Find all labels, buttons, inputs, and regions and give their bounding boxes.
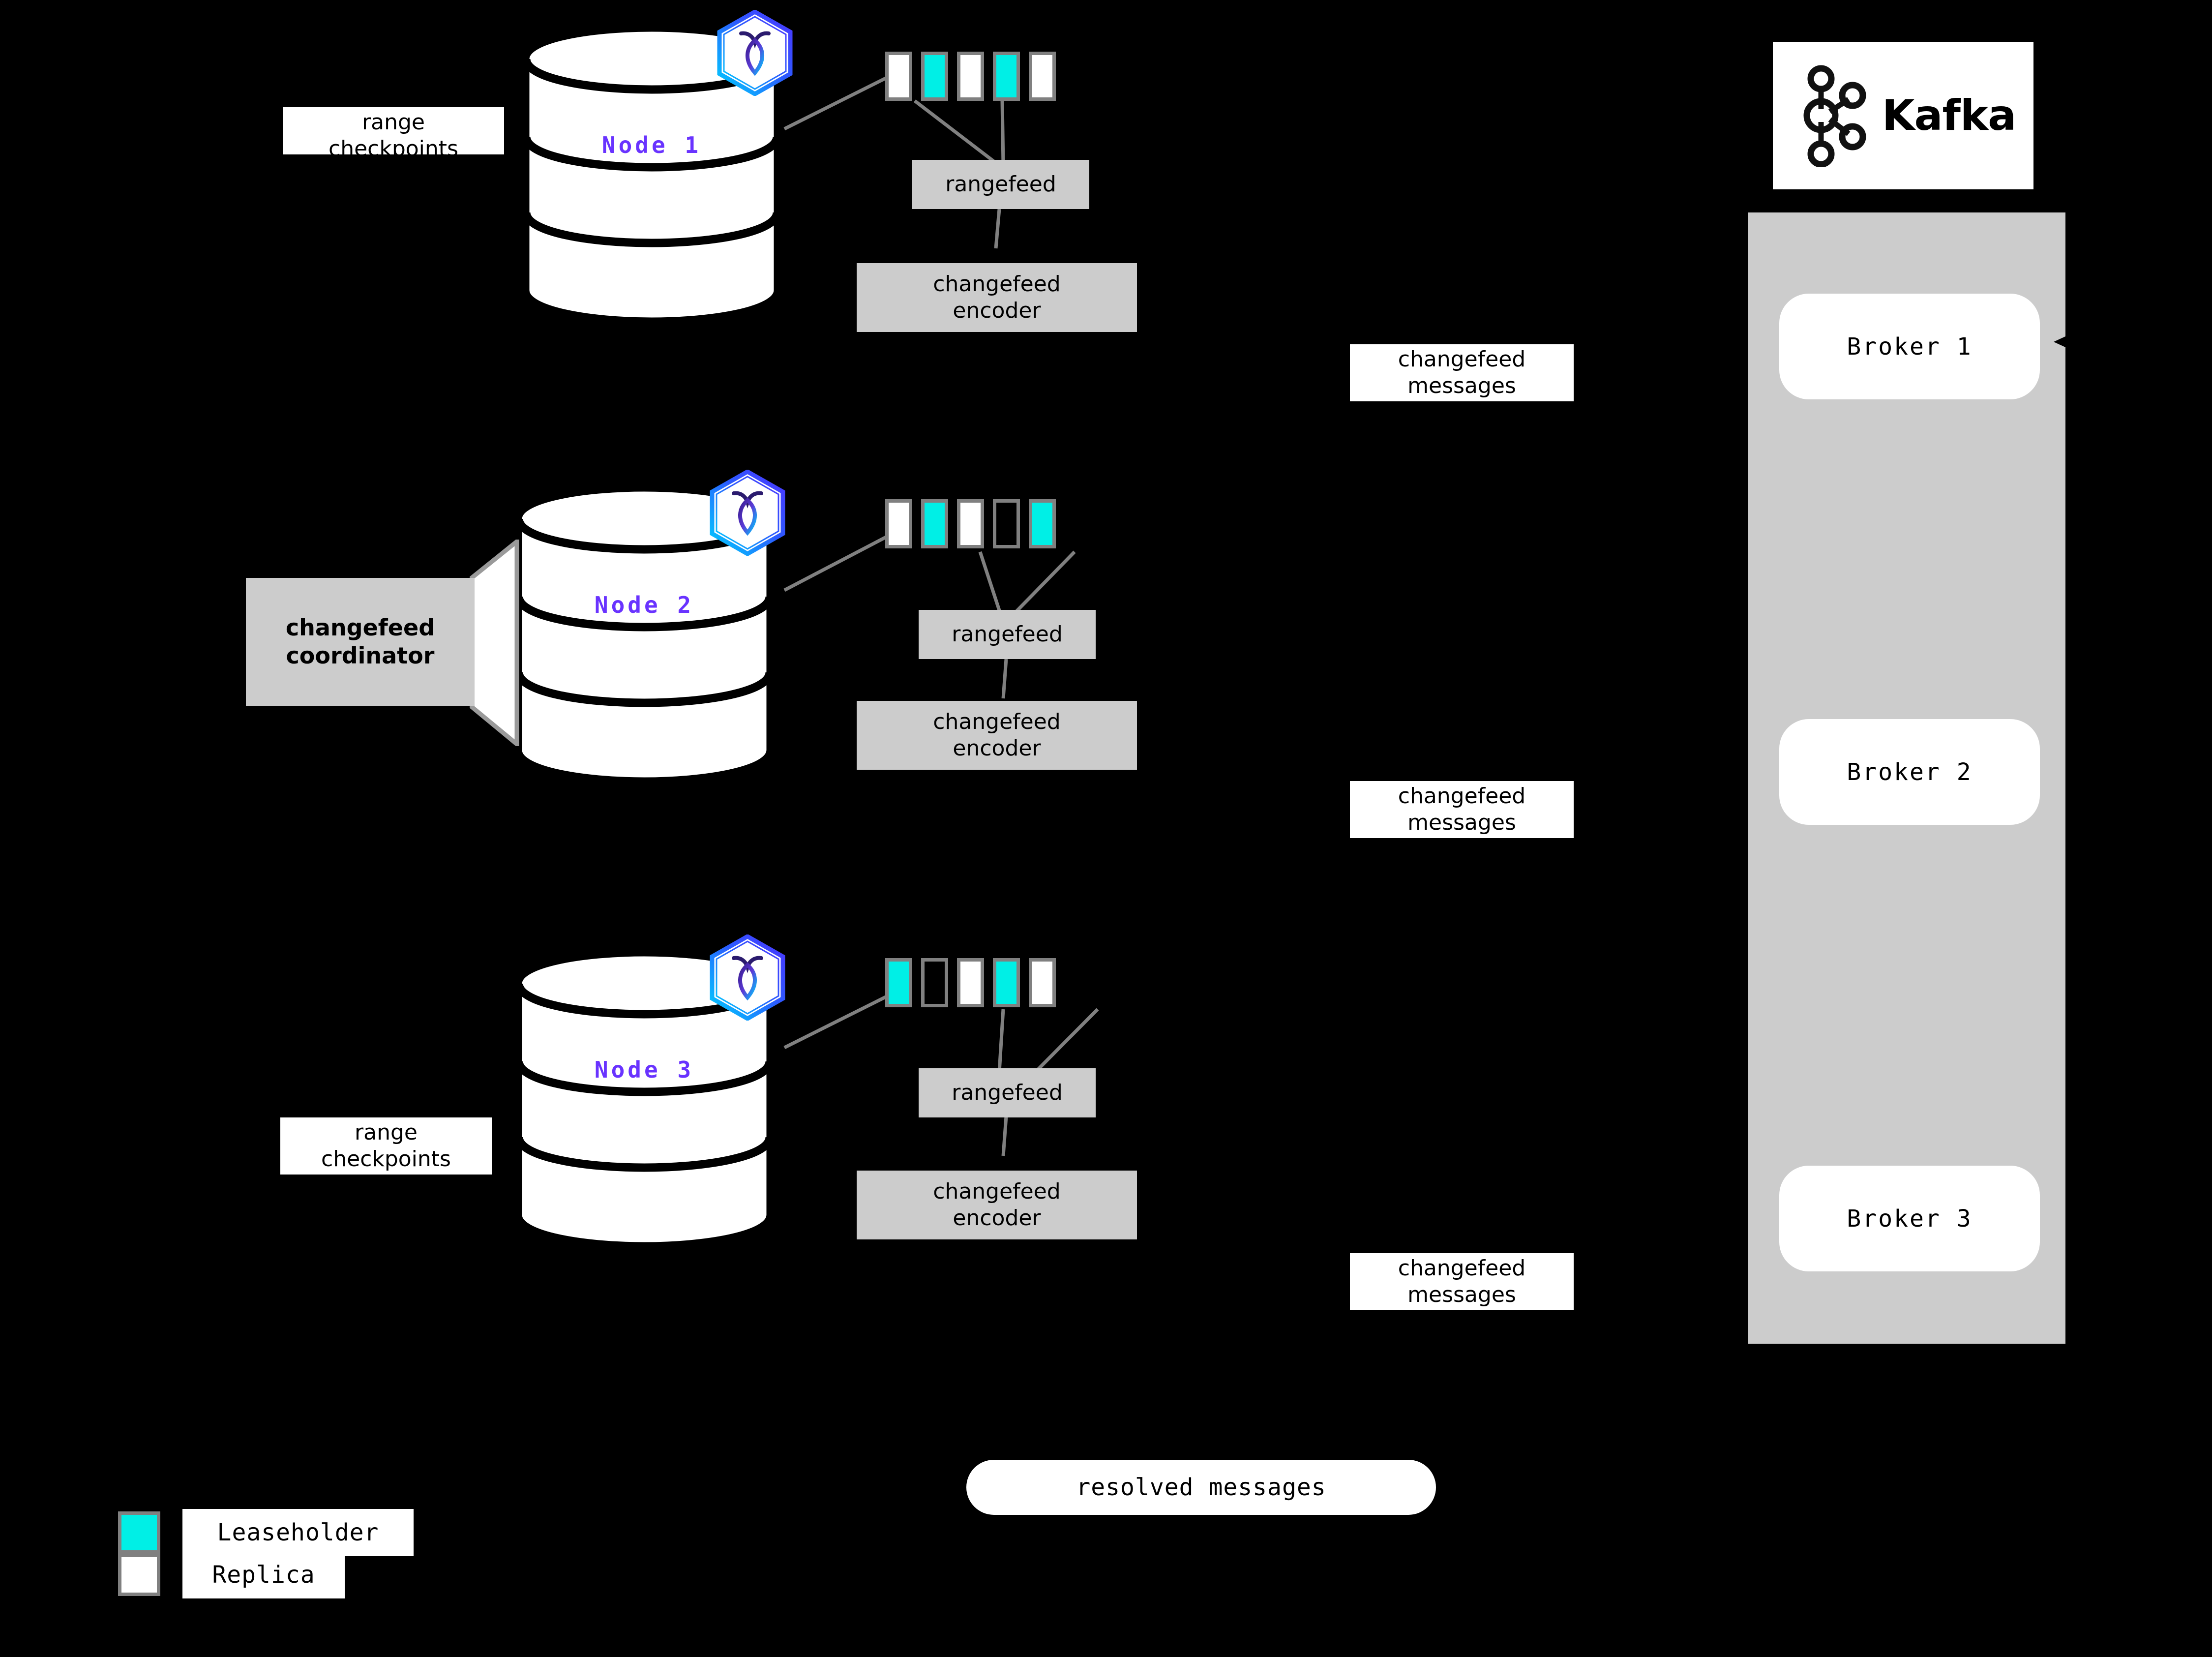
broker-label: Broker 3 [1847,1205,1973,1233]
broker-label: Broker 1 [1847,332,1973,361]
callout-pointer-icon [470,540,519,746]
changefeed-coordinator-label: changefeed coordinator [285,614,435,669]
broker-1[interactable]: Broker 1 [1779,294,2040,399]
range-box[interactable] [921,499,948,548]
node-3-label: Node 3 [594,1056,694,1083]
node-3-range-checkpoints-label: range checkpoints [280,1117,492,1175]
range-box[interactable] [1029,499,1056,548]
range-checkpoints-text: range checkpoints [329,110,458,154]
node-2-changefeed-messages-label: changefeed messages [1350,781,1574,838]
broker-label: Broker 2 [1847,758,1973,786]
range-box[interactable] [1029,52,1056,101]
rangefeed-label: rangefeed [945,172,1056,197]
legend-swatch-leaseholder [118,1511,160,1554]
changefeed-encoder-label: changefeed encoder [933,271,1061,323]
legend-item-leaseholder: Leaseholder [118,1509,414,1556]
node-3-range-row [885,958,1056,1007]
node-3-changefeed-encoder-box[interactable]: changefeed encoder [857,1171,1137,1239]
range-box[interactable] [921,958,948,1007]
broker-2[interactable]: Broker 2 [1779,719,2040,825]
changefeed-coordinator-box[interactable]: changefeed coordinator [246,578,475,706]
cockroachdb-hexagon-icon [716,10,794,96]
changefeed-messages-text: changefeed messages [1398,783,1526,835]
kafka-logo-icon [1803,65,1866,167]
node-1-cylinder: Node 1 [521,25,782,325]
node-2-label: Node 2 [594,592,694,618]
range-box[interactable] [921,52,948,101]
changefeed-encoder-label: changefeed encoder [933,1179,1061,1231]
range-box[interactable] [957,52,984,101]
legend-label-replica: Replica [182,1551,345,1598]
changefeed-encoder-label: changefeed encoder [933,709,1061,761]
kafka-wordmark: Kafka [1882,91,2016,140]
range-box[interactable] [957,499,984,548]
legend-text-replica: Replica [212,1561,315,1589]
legend-item-replica: Replica [118,1551,345,1598]
cockroachdb-hexagon-icon [708,934,787,1021]
cockroachdb-hexagon-icon [708,470,787,556]
cylinder-shape [522,25,781,324]
legend-text-leaseholder: Leaseholder [217,1519,379,1546]
changefeed-messages-text: changefeed messages [1398,347,1526,398]
range-box[interactable] [993,52,1020,101]
kafka-inbound-arrow-icon [2054,331,2078,353]
node-1-range-checkpoints-label: range checkpoints [283,107,504,154]
legend-swatch-replica [118,1554,160,1596]
node-1-range-row [885,52,1056,101]
range-box[interactable] [885,958,912,1007]
legend-label-leaseholder: Leaseholder [182,1509,414,1556]
range-checkpoints-text: range checkpoints [321,1120,451,1172]
node-1-label: Node 1 [601,132,702,158]
range-box[interactable] [885,52,912,101]
node-2-rangefeed-box[interactable]: rangefeed [919,610,1096,659]
range-box[interactable] [993,958,1020,1007]
broker-3[interactable]: Broker 3 [1779,1166,2040,1271]
changefeed-messages-text: changefeed messages [1398,1256,1526,1307]
node-3-rangefeed-box[interactable]: rangefeed [919,1068,1096,1117]
node-2-changefeed-encoder-box[interactable]: changefeed encoder [857,701,1137,770]
range-box[interactable] [1029,958,1056,1007]
node-1-changefeed-encoder-box[interactable]: changefeed encoder [857,263,1137,332]
rangefeed-label: rangefeed [952,1080,1063,1106]
range-box[interactable] [885,499,912,548]
resolved-messages-pill[interactable]: resolved messages [966,1460,1436,1515]
node-2-range-row [885,499,1056,548]
range-box[interactable] [957,958,984,1007]
resolved-messages-label: resolved messages [1076,1474,1326,1501]
range-box[interactable] [993,499,1020,548]
rangefeed-label: rangefeed [952,622,1063,647]
node-3-changefeed-messages-label: changefeed messages [1350,1253,1574,1310]
node-1-changefeed-messages-label: changefeed messages [1350,344,1574,401]
kafka-logo: Kafka [1773,42,2033,189]
node-1-rangefeed-box[interactable]: rangefeed [912,160,1089,209]
